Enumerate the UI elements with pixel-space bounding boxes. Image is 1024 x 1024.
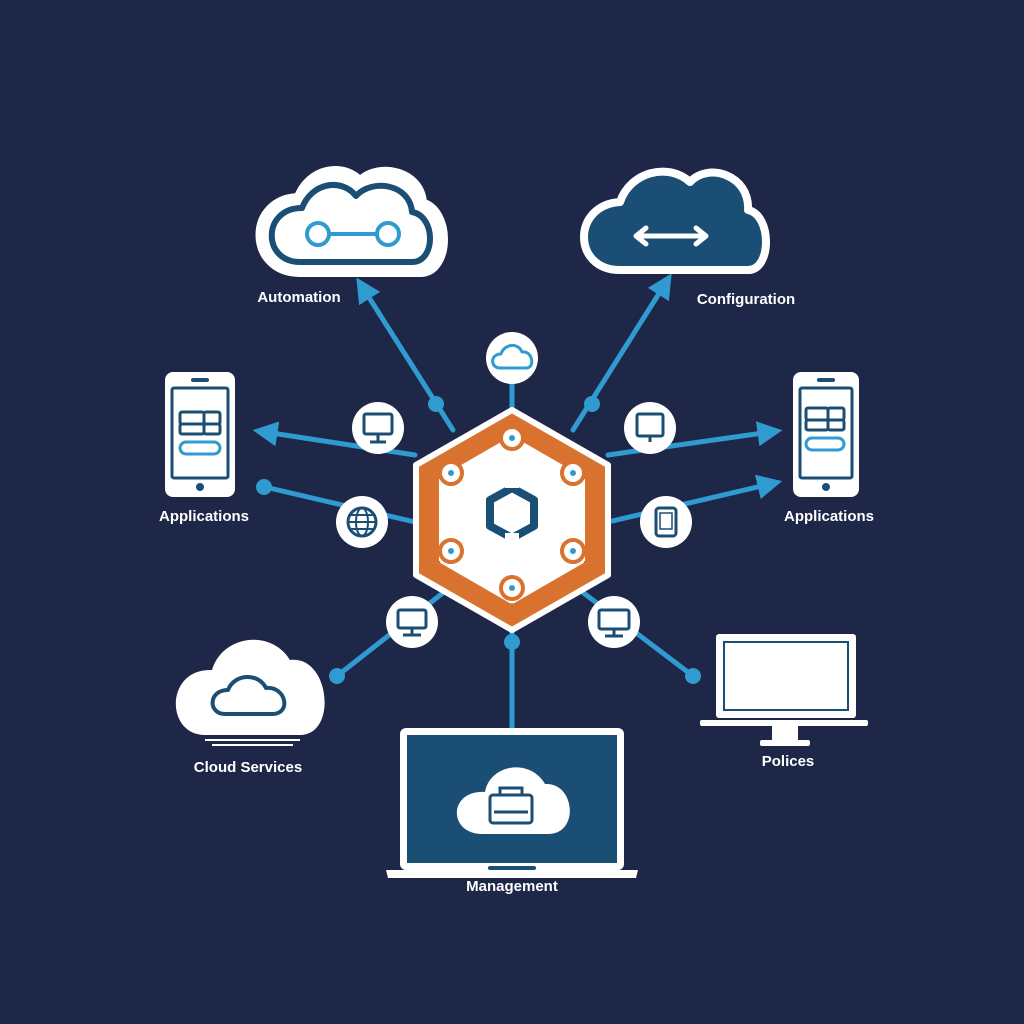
applications-right-label: Applications	[783, 508, 875, 525]
applications-left-label: Applications	[158, 508, 250, 525]
connector-applications-right-upper	[605, 421, 783, 458]
connector-dot	[329, 668, 345, 684]
management-laptop-icon	[386, 728, 638, 878]
automation-label: Automation	[257, 289, 341, 306]
management-label: Management	[466, 878, 558, 895]
monitor-icon	[588, 596, 640, 648]
policies-monitor-icon	[700, 634, 868, 746]
tablet-icon	[640, 496, 692, 548]
cloud-services-label: Cloud Services	[193, 759, 303, 776]
connector-applications-right-lower	[605, 474, 783, 525]
configuration-cloud-icon	[580, 167, 770, 274]
automation-cloud-icon	[255, 166, 448, 277]
hexagon-hub-icon	[486, 478, 538, 543]
applications-right-phone-icon	[793, 372, 859, 497]
connector-dot	[584, 396, 600, 412]
connector-dot	[256, 479, 272, 495]
monitor-icon	[624, 402, 676, 454]
connector-applications-left-upper	[252, 421, 418, 458]
cloud-icon	[486, 332, 538, 384]
cloud-services-cloud-icon	[175, 639, 325, 746]
connector-dot	[685, 668, 701, 684]
connector-applications-left-lower	[262, 484, 418, 525]
central-hub	[413, 407, 611, 633]
connector-dot	[428, 396, 444, 412]
globe-icon	[336, 496, 388, 548]
configuration-label: Configuration	[696, 291, 796, 308]
monitor-icon	[352, 402, 404, 454]
applications-left-phone-icon	[165, 372, 235, 497]
monitor-icon	[386, 596, 438, 648]
policies-label: Polices	[761, 753, 815, 770]
connector-dot	[504, 634, 520, 650]
